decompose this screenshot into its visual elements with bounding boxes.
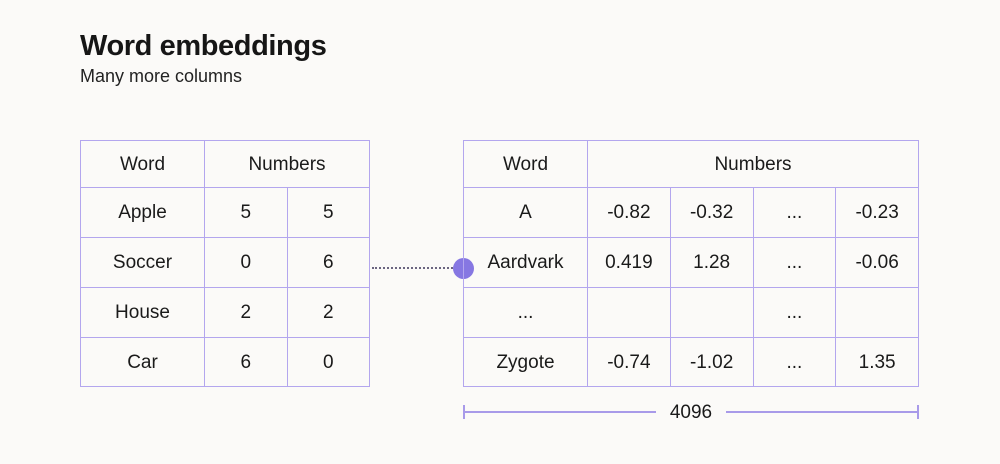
column-header-numbers: Numbers (204, 141, 369, 187)
word-cell: Aardvark (464, 237, 587, 287)
number-cell: 1.35 (835, 337, 918, 387)
page-title: Word embeddings (80, 30, 327, 62)
bracket-line (726, 411, 917, 413)
number-cell: 2 (286, 287, 369, 337)
number-cell: 0 (286, 337, 369, 387)
number-cell: -0.82 (587, 187, 670, 237)
real-embeddings-table: Word Numbers A -0.82 -0.32 ... -0.23 Aar… (463, 140, 919, 387)
ellipsis-cell: ... (752, 337, 836, 387)
number-cell: -0.32 (669, 187, 753, 237)
dimension-bracket: 4096 (463, 402, 919, 422)
bracket-right-cap (917, 405, 919, 419)
connector-dotted-line (372, 267, 456, 269)
word-cell: Car (81, 337, 204, 387)
number-cell: 1.28 (669, 237, 753, 287)
column-header-numbers: Numbers (587, 141, 918, 187)
number-cell: 5 (204, 187, 287, 237)
number-cell: 0 (204, 237, 287, 287)
empty-cell (669, 287, 753, 337)
bracket-left-cap (463, 405, 465, 419)
number-cell: 0.419 (587, 237, 670, 287)
column-header-word: Word (119, 153, 166, 175)
word-cell: Soccer (81, 237, 204, 287)
number-cell: 2 (204, 287, 287, 337)
word-cell: A (464, 187, 587, 237)
empty-cell (587, 287, 670, 337)
word-cell: Apple (81, 187, 204, 237)
bracket-line (465, 411, 656, 413)
number-cell: -0.06 (835, 237, 918, 287)
column-header-word: Word (502, 153, 549, 175)
number-cell: -0.74 (587, 337, 670, 387)
number-cell: -0.23 (835, 187, 918, 237)
dimension-label: 4096 (655, 402, 727, 422)
word-cell: Zygote (464, 337, 587, 387)
number-cell: 6 (204, 337, 287, 387)
number-cell: 6 (286, 237, 369, 287)
ellipsis-cell: ... (752, 237, 836, 287)
number-cell: -1.02 (669, 337, 753, 387)
ellipsis-cell: ... (464, 287, 587, 337)
example-embeddings-table: Word Numbers Apple 5 5 Soccer 0 6 House … (80, 140, 370, 387)
page-subtitle: Many more columns (80, 66, 243, 86)
word-cell: House (81, 287, 204, 337)
empty-cell (835, 287, 918, 337)
ellipsis-cell: ... (752, 187, 836, 237)
number-cell: 5 (286, 187, 369, 237)
ellipsis-cell: ... (752, 287, 836, 337)
